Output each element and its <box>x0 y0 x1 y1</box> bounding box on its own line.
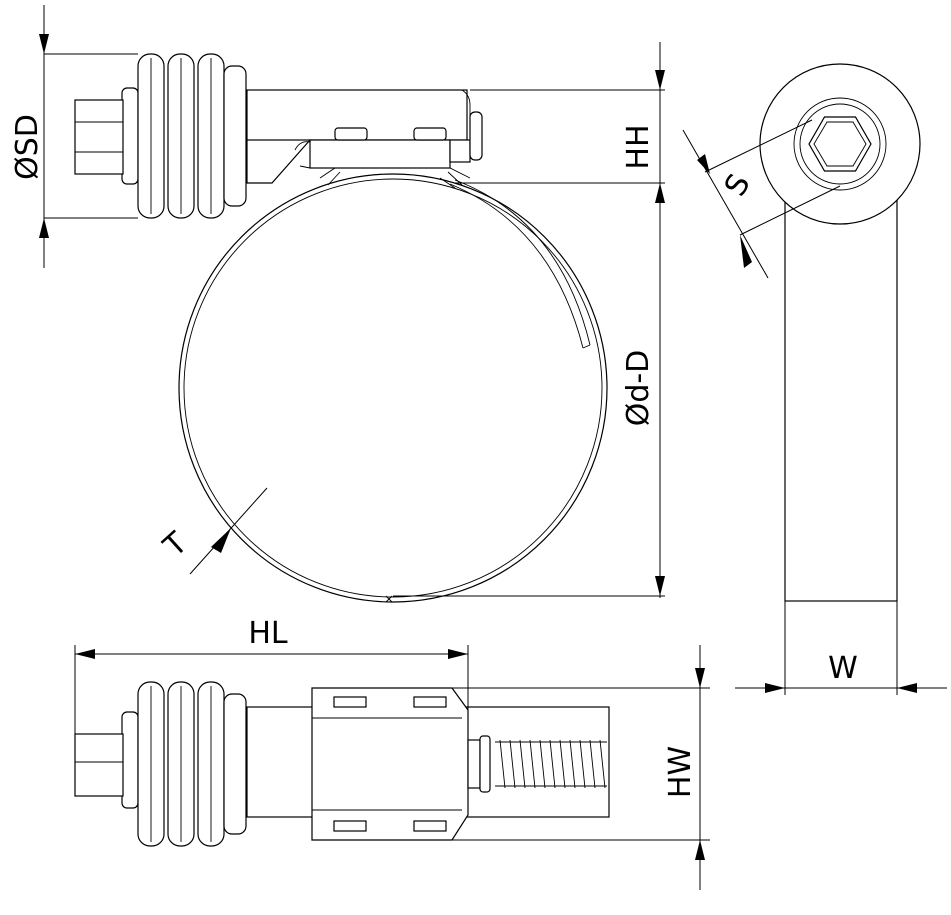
washer <box>121 87 139 185</box>
label-sd: ØSD <box>10 114 45 180</box>
label-d: Ød-D <box>621 350 656 427</box>
slot-2 <box>413 696 447 708</box>
label-hl: HL <box>248 616 288 651</box>
label-s: S <box>718 168 758 202</box>
band-inner-circle <box>183 178 603 598</box>
band-side <box>784 194 898 602</box>
label-t: T <box>156 525 194 564</box>
slot-3 <box>333 820 367 832</box>
housing-top <box>311 687 469 841</box>
front-view: ØSD HH Ød-D T <box>10 5 665 603</box>
slot-4 <box>413 820 447 832</box>
bolt-head-top <box>74 733 124 797</box>
bridge-tab-right <box>413 127 447 141</box>
spring-disc-4 <box>223 65 247 207</box>
washer-top <box>121 711 139 809</box>
label-hw: HW <box>663 746 698 798</box>
band-outer-circle <box>178 173 608 603</box>
slot-1 <box>333 696 367 708</box>
label-hh: HH <box>621 124 656 169</box>
hex-head-side <box>808 116 872 172</box>
housing-bridge <box>309 139 451 169</box>
screw-thread <box>495 739 607 789</box>
screw-end-knob <box>469 111 483 161</box>
band-tail-outer <box>454 179 591 346</box>
band-tail-inner <box>449 183 584 349</box>
bridge-tab-left <box>334 127 368 141</box>
side-view: S W <box>682 63 947 695</box>
band-mark <box>385 595 393 603</box>
label-w: W <box>828 651 858 686</box>
hex-bolt-head <box>74 99 124 175</box>
screw-collar <box>479 735 491 793</box>
top-view: HL HW <box>74 616 710 890</box>
